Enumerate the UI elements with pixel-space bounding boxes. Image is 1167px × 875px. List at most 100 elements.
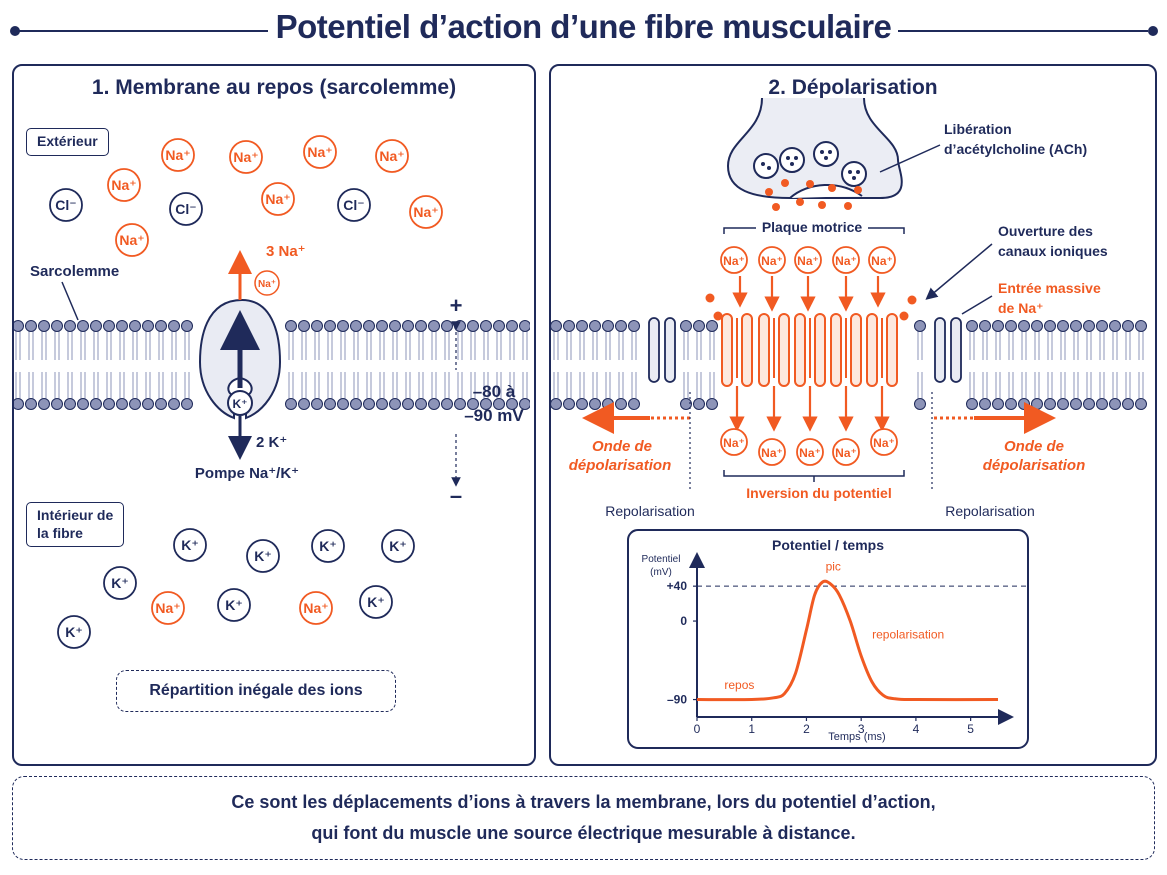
wave-left-line2: dépolarisation [569, 457, 672, 474]
chart-annotation: pic [826, 559, 841, 573]
chart-y-tick: +40 [667, 579, 688, 593]
voltage-line1: –80 à [473, 382, 516, 401]
na-k-pump: K⁺ Na⁺ [198, 250, 282, 460]
pump-na-ion: Na⁺ [258, 279, 276, 290]
na-ion-inside: Na⁺ [758, 438, 786, 466]
interior-label-line1: Intérieur de [37, 507, 114, 523]
repol-left-label: Repolarisation [605, 503, 695, 519]
pump-out-label: 3 Na⁺ [266, 243, 306, 260]
closed-channel [934, 317, 962, 383]
chart-ylabel-line2: (mV) [650, 567, 672, 578]
footer-line1: Ce sont les déplacements d’ions à traver… [231, 792, 936, 812]
open-na-channel [866, 313, 898, 387]
svg-text:Na⁺: Na⁺ [413, 204, 438, 220]
svg-text:Na⁺: Na⁺ [835, 254, 857, 268]
svg-text:Na⁺: Na⁺ [233, 149, 258, 165]
action-potential-chart: Potentiel / temps Potentiel (mV) Temps (… [627, 529, 1029, 749]
vesicles [753, 141, 867, 187]
ach-label-line1: Libération [944, 121, 1012, 137]
na-ion-outside: Na⁺ [758, 246, 786, 274]
inversion-label: Inversion du potentiel [746, 485, 891, 501]
na-ion-outside: Na⁺ [720, 246, 748, 274]
panel-resting-membrane: 1. Membrane au repos (sarcolemme) Extéri… [12, 64, 536, 766]
na-ion: Na⁺ [151, 591, 185, 625]
chart-x-tick: 3 [858, 722, 865, 736]
interior-label-line2: la fibre [37, 524, 83, 541]
cl-ion: Cl⁻ [169, 192, 203, 226]
sarcolemma-membrane-left [14, 320, 530, 410]
svg-text:Na⁺: Na⁺ [799, 446, 821, 460]
chart-x-tick: 0 [694, 722, 701, 736]
chart-x-tick: 1 [748, 722, 755, 736]
svg-text:K⁺: K⁺ [254, 548, 272, 564]
channels-label-line2: canaux ioniques [998, 243, 1108, 259]
panel2-title: 2. Dépolarisation [768, 76, 938, 99]
svg-text:K⁺: K⁺ [319, 538, 337, 554]
channels-label-line1: Ouverture des [998, 223, 1093, 239]
plaque-label: Plaque motrice [762, 219, 863, 235]
svg-text:Na⁺: Na⁺ [265, 191, 290, 207]
svg-text:K⁺: K⁺ [65, 624, 83, 640]
wave-right-line2: dépolarisation [983, 457, 1086, 474]
motor-neuron-terminal [726, 97, 903, 211]
na-ion-inside: Na⁺ [720, 428, 748, 456]
title-rule-dot-left [10, 26, 20, 36]
na-ion: Na⁺ [375, 139, 409, 173]
entry-label-line2: de Na⁺ [998, 300, 1044, 316]
svg-text:Na⁺: Na⁺ [303, 600, 328, 616]
k-ion: K⁺ [381, 529, 415, 563]
svg-text:K⁺: K⁺ [225, 597, 243, 613]
na-ion-inside: Na⁺ [870, 428, 898, 456]
svg-text:K⁺: K⁺ [389, 538, 407, 554]
voltage-line2: –90 mV [464, 406, 524, 425]
interior-label: Intérieur de la fibre [26, 502, 125, 547]
chart-x-tick: 2 [803, 722, 810, 736]
k-ion: K⁺ [103, 566, 137, 600]
repol-right-label: Repolarisation [945, 503, 1035, 519]
open-na-channel [830, 313, 862, 387]
svg-text:Na⁺: Na⁺ [111, 177, 136, 193]
k-ion: K⁺ [217, 588, 251, 622]
na-ion-outside: Na⁺ [832, 246, 860, 274]
na-ion: Na⁺ [261, 182, 295, 216]
sarcolemma-membrane-right [551, 320, 1147, 410]
na-ion: Na⁺ [409, 195, 443, 229]
svg-text:Na⁺: Na⁺ [797, 254, 819, 268]
ach-release-dots [765, 179, 862, 211]
plus-sign: + [450, 293, 463, 318]
footer-line2: qui font du muscle une source électrique… [311, 823, 856, 843]
na-ion-outside: Na⁺ [794, 246, 822, 274]
svg-text:Na⁺: Na⁺ [835, 446, 857, 460]
chart-x-tick: 4 [913, 722, 920, 736]
svg-text:Na⁺: Na⁺ [165, 147, 190, 163]
na-ion: Na⁺ [115, 223, 149, 257]
footer-conclusion: Ce sont les déplacements d’ions à traver… [12, 776, 1155, 860]
svg-text:Cl⁻: Cl⁻ [343, 197, 364, 213]
minus-sign: – [450, 483, 462, 508]
svg-text:Na⁺: Na⁺ [873, 436, 895, 450]
distribution-label: Répartition inégale des ions [116, 670, 396, 712]
ion-channels [648, 313, 962, 387]
wave-right-line1: Onde de [1004, 438, 1064, 455]
chart-x-tick: 5 [967, 722, 974, 736]
svg-text:Cl⁻: Cl⁻ [55, 197, 76, 213]
k-ion: K⁺ [57, 615, 91, 649]
na-ion: Na⁺ [161, 138, 195, 172]
title-rule-dot-right [1148, 26, 1158, 36]
title-rule-left [16, 30, 268, 32]
svg-text:Na⁺: Na⁺ [155, 600, 180, 616]
cl-ion: Cl⁻ [49, 188, 83, 222]
chart-ylabel-line1: Potentiel [642, 554, 681, 565]
chart-y-tick: –90 [667, 693, 687, 707]
svg-text:Na⁺: Na⁺ [761, 254, 783, 268]
open-na-channel [794, 313, 826, 387]
panel2-ions: Na⁺ Na⁺ Na⁺ Na⁺ Na⁺ Na⁺ Na⁺ Na⁺ Na⁺ Na⁺ [705, 246, 917, 466]
svg-text:K⁺: K⁺ [181, 537, 199, 553]
sarcolemme-label: Sarcolemme [30, 263, 119, 280]
svg-text:Na⁺: Na⁺ [871, 254, 893, 268]
k-ion: K⁺ [359, 585, 393, 619]
chart-y-tick: 0 [680, 614, 687, 628]
pump-label: Pompe Na⁺/K⁺ [195, 465, 299, 482]
